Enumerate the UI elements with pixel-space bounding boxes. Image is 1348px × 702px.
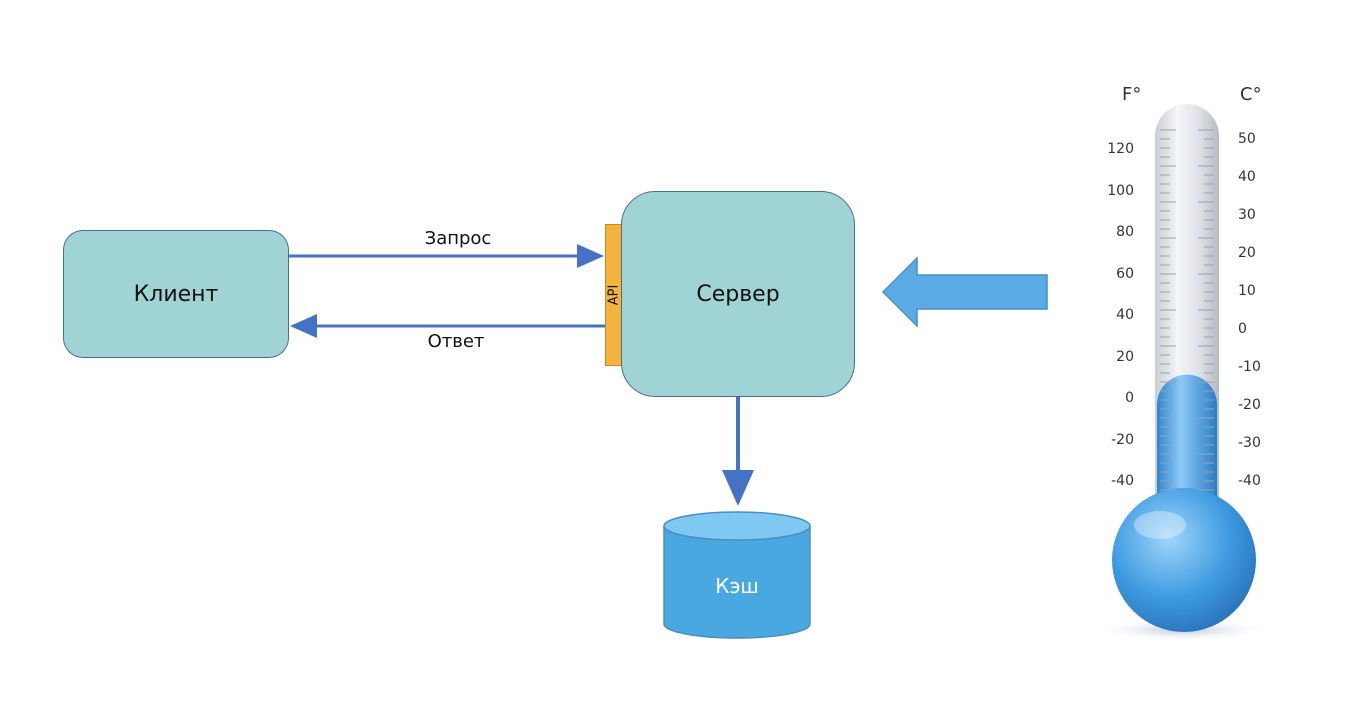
server-box: Сервер [621, 191, 855, 397]
fahrenheit-unit: F° [1122, 84, 1142, 105]
api-label: API [606, 284, 622, 306]
thermometer-icon [1091, 104, 1275, 642]
cache-label: Кэш [715, 574, 759, 598]
celsius-tick-label: 10 [1238, 283, 1256, 299]
fahrenheit-tick-label: 60 [1116, 265, 1134, 282]
celsius-unit: C° [1240, 84, 1262, 105]
celsius-tick-label: 50 [1238, 131, 1256, 147]
client-label: Клиент [133, 281, 219, 307]
fahrenheit-tick-label: 0 [1125, 390, 1134, 406]
fahrenheit-tick-label: 20 [1116, 348, 1134, 365]
celsius-tick-label: 30 [1238, 207, 1256, 223]
request-label: Запрос [424, 228, 492, 249]
celsius-tick-label: -10 [1238, 359, 1261, 375]
celsius-tick-label: -20 [1238, 397, 1261, 413]
client-box: Клиент [63, 230, 289, 358]
fahrenheit-tick-label: 100 [1107, 182, 1134, 199]
celsius-tick-label: 0 [1238, 321, 1247, 337]
fahrenheit-tick-label: 120 [1107, 141, 1134, 157]
cache-cylinder [663, 511, 811, 639]
celsius-tick-label: 20 [1238, 245, 1256, 261]
input-block-arrow [881, 256, 1048, 328]
fahrenheit-tick-label: -40 [1111, 473, 1134, 489]
fahrenheit-tick-label: -20 [1111, 431, 1134, 448]
celsius-tick-label: -40 [1238, 473, 1261, 489]
fahrenheit-tick-label: 80 [1116, 224, 1134, 240]
celsius-tick-label: 40 [1238, 169, 1256, 185]
server-label: Сервер [696, 281, 780, 307]
celsius-tick-label: -30 [1238, 435, 1261, 451]
fahrenheit-tick-label: 40 [1116, 307, 1134, 323]
response-label: Ответ [427, 331, 485, 352]
